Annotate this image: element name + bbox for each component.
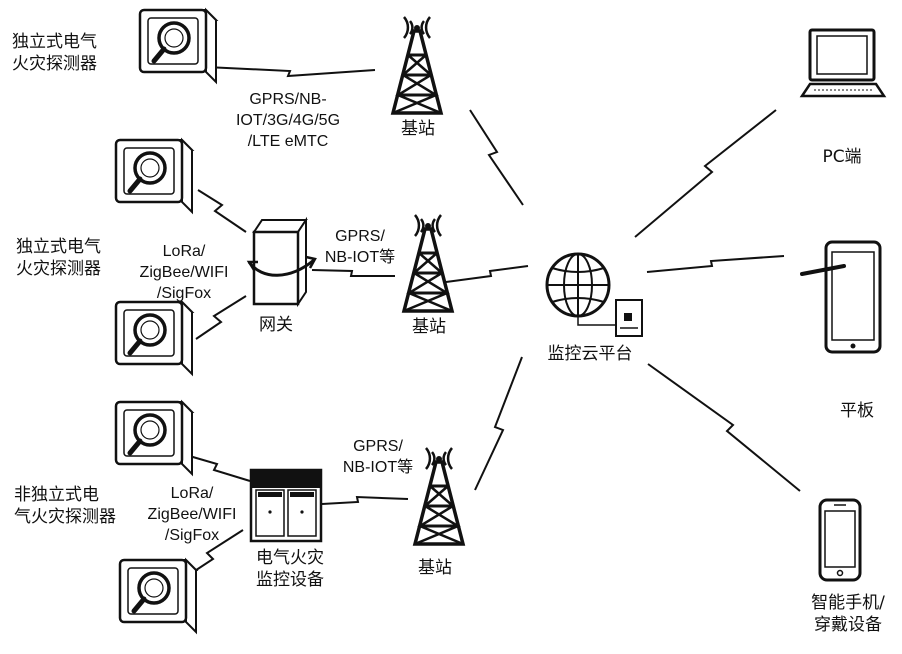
link-cloud-phone: [648, 364, 800, 491]
cloud-platform-globe-icon: [547, 254, 616, 325]
detector-group-1-label: 独立式电气火灾探测器: [12, 31, 97, 75]
base-station-3-label: 基站: [403, 557, 467, 579]
pc-label: PC端: [802, 146, 882, 168]
tablet-icon: [802, 242, 880, 352]
link-detector1-bs1: [206, 67, 375, 76]
detector-2a-icon: [116, 140, 192, 212]
protocol-top-label: GPRS/NB-IOT/3G/4G/5G/LTE eMTC: [213, 89, 363, 152]
base-station-1-icon: [393, 17, 441, 113]
detector-3b-icon: [120, 560, 196, 632]
link-detector3a-device: [186, 455, 250, 481]
protocol-device-bs-label: GPRS/NB-IOT等: [330, 436, 426, 478]
pc-icon: [802, 30, 884, 96]
tablet-label: 平板: [822, 400, 892, 422]
detector-1-icon: [140, 10, 216, 82]
detector-3a-icon: [116, 402, 192, 474]
cloud-platform-label: 监控云平台: [530, 343, 650, 365]
protocol-gateway-bs-label: GPRS/NB-IOT等: [312, 226, 408, 268]
smartphone-icon: [820, 500, 860, 580]
detector-2b-icon: [116, 302, 192, 374]
gateway-icon: [249, 220, 315, 304]
gateway-label: 网关: [246, 314, 306, 336]
protocol-local-1-label: LoRa/ZigBee/WIFI/SigFox: [124, 241, 244, 304]
cloud-server-icon: [616, 300, 642, 336]
detector-group-3-label: 非独立式电气火灾探测器: [14, 484, 116, 528]
link-cloud-tablet: [647, 256, 784, 272]
link-bs3-cloud: [475, 357, 522, 490]
base-station-2-icon: [404, 215, 452, 311]
base-station-1-label: 基站: [386, 118, 450, 140]
link-detector2a-gateway: [198, 190, 246, 232]
link-cloud-pc: [635, 110, 776, 237]
link-device-bs3: [322, 497, 408, 504]
link-bs2-cloud: [446, 266, 528, 282]
detector-group-2-label: 独立式电气火灾探测器: [16, 236, 101, 280]
monitor-device-label: 电气火灾监控设备: [238, 547, 342, 591]
base-station-2-label: 基站: [397, 316, 461, 338]
protocol-local-2-label: LoRa/ZigBee/WIFI/SigFox: [132, 483, 252, 546]
phone-label: 智能手机/穿戴设备: [795, 592, 901, 636]
link-bs1-cloud: [470, 110, 523, 205]
monitor-device-icon: [251, 470, 321, 541]
link-gateway-bs2: [312, 270, 395, 276]
